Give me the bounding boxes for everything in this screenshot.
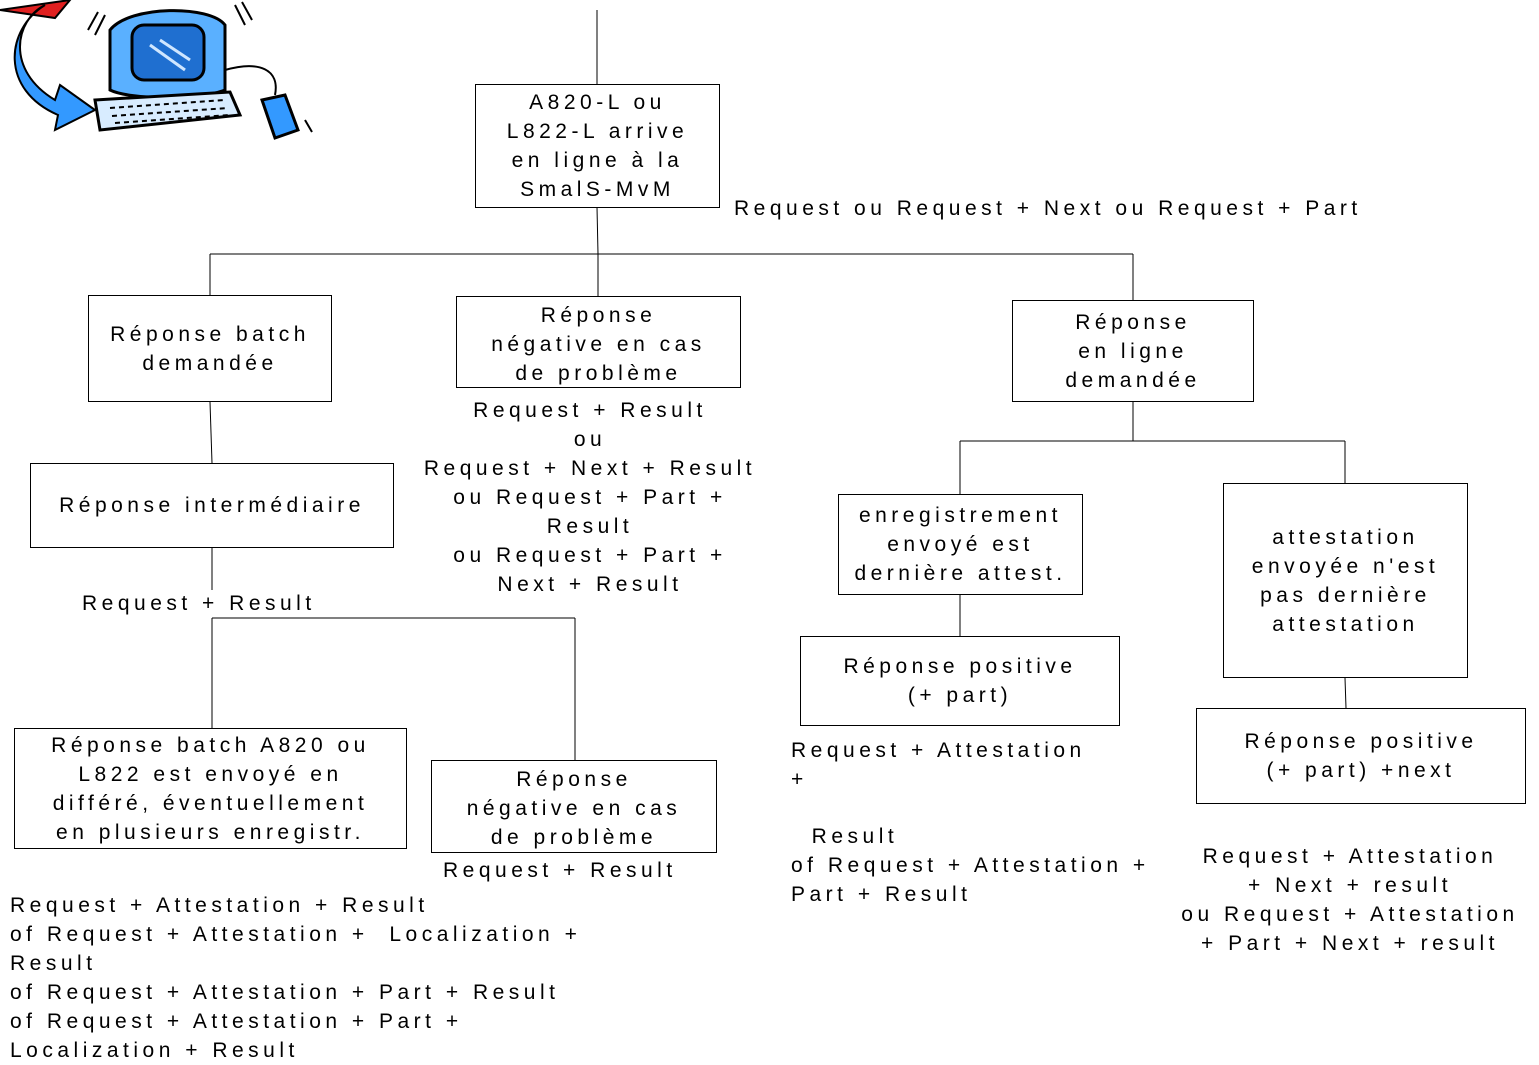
negative-response-bottom-box: Réponse négative en cas de problème: [431, 760, 717, 853]
positive-response-part-next-box: Réponse positive (+ part) +next: [1196, 708, 1526, 804]
negative-top-results-label: Request + Result ou Request + Next + Res…: [423, 399, 757, 596]
negative-bottom-result-label: Request + Result: [443, 859, 677, 882]
batch-results-label: Request + Attestation + Result of Reques…: [10, 894, 582, 1062]
positive-part-results-label-b: Result of Request + Attestation + Part +…: [791, 825, 1150, 906]
negative-response-top-box: Réponse négative en cas de problème: [456, 296, 741, 388]
record-last-box: enregistrement envoyé est dernière attes…: [838, 494, 1083, 595]
computer-clipart-icon: [0, 0, 313, 140]
positive-response-part-box: Réponse positive (+ part): [800, 636, 1120, 726]
batch-requested-box: Réponse batch demandée: [88, 295, 332, 402]
root-box: A820-L ou L822-L arrive en ligne à la Sm…: [475, 84, 720, 208]
not-last-attestation-box: attestation envoyée n'est pas dernière a…: [1223, 483, 1468, 678]
positive-part-results-label-a: Request + Attestation +: [791, 739, 1086, 791]
intermediate-result-label: Request + Result: [82, 592, 316, 615]
batch-deferred-box: Réponse batch A820 ou L822 est envoyé en…: [14, 728, 407, 849]
positive-next-results-label: Request + Attestation + Next + result ou…: [1181, 845, 1519, 955]
intermediate-response-box: Réponse intermédiaire: [30, 463, 394, 548]
online-requested-box: Réponse en ligne demandée: [1012, 300, 1254, 402]
root-request-label: Request ou Request + Next ou Request + P…: [734, 197, 1362, 220]
